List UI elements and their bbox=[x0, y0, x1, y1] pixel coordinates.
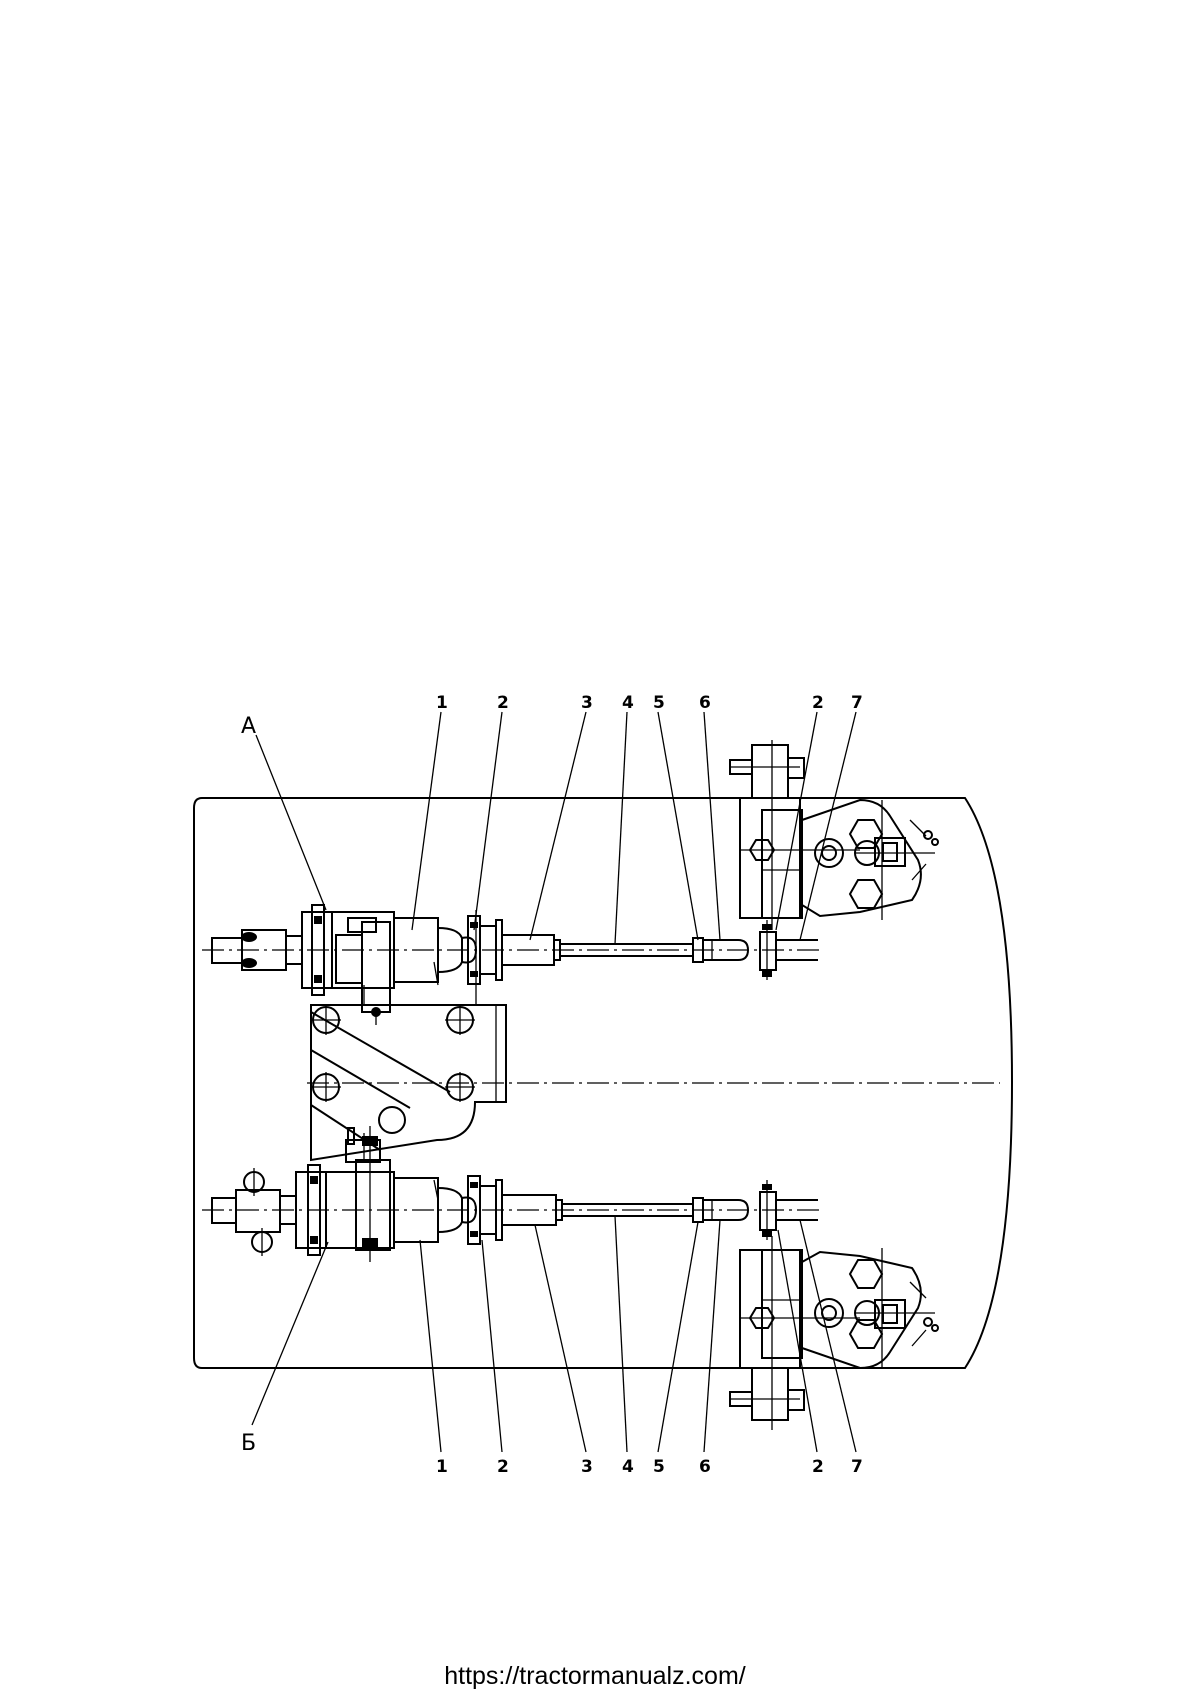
leader-lines bbox=[252, 712, 856, 1452]
view-label-bottom: Б bbox=[241, 1431, 256, 1456]
bottom-callouts: 1 2 3 4 5 6 2 7 bbox=[436, 1457, 863, 1477]
top-callout-5: 5 bbox=[653, 693, 665, 713]
bottom-callout-2b: 2 bbox=[812, 1457, 824, 1477]
bottom-callout-7: 7 bbox=[851, 1457, 863, 1477]
top-callout-4: 4 bbox=[622, 693, 634, 713]
top-callout-3: 3 bbox=[581, 693, 593, 713]
bottom-callout-5: 5 bbox=[653, 1457, 665, 1477]
view-label-top: А bbox=[241, 714, 256, 739]
bottom-callout-1: 1 bbox=[436, 1457, 448, 1477]
bottom-callout-2: 2 bbox=[497, 1457, 509, 1477]
top-callout-2: 2 bbox=[497, 693, 509, 713]
top-callout-1: 1 bbox=[436, 693, 448, 713]
bottom-callout-3: 3 bbox=[581, 1457, 593, 1477]
top-callout-2b: 2 bbox=[812, 693, 824, 713]
footer-url: https://tractormanualz.com/ bbox=[0, 1662, 1190, 1691]
bottom-callout-4: 4 bbox=[622, 1457, 634, 1477]
top-brake-assembly bbox=[202, 740, 938, 1025]
bottom-callout-6: 6 bbox=[699, 1457, 711, 1477]
top-callout-6: 6 bbox=[699, 693, 711, 713]
top-callout-7: 7 bbox=[851, 693, 863, 713]
top-callouts: 1 2 3 4 5 6 2 7 bbox=[436, 693, 863, 713]
